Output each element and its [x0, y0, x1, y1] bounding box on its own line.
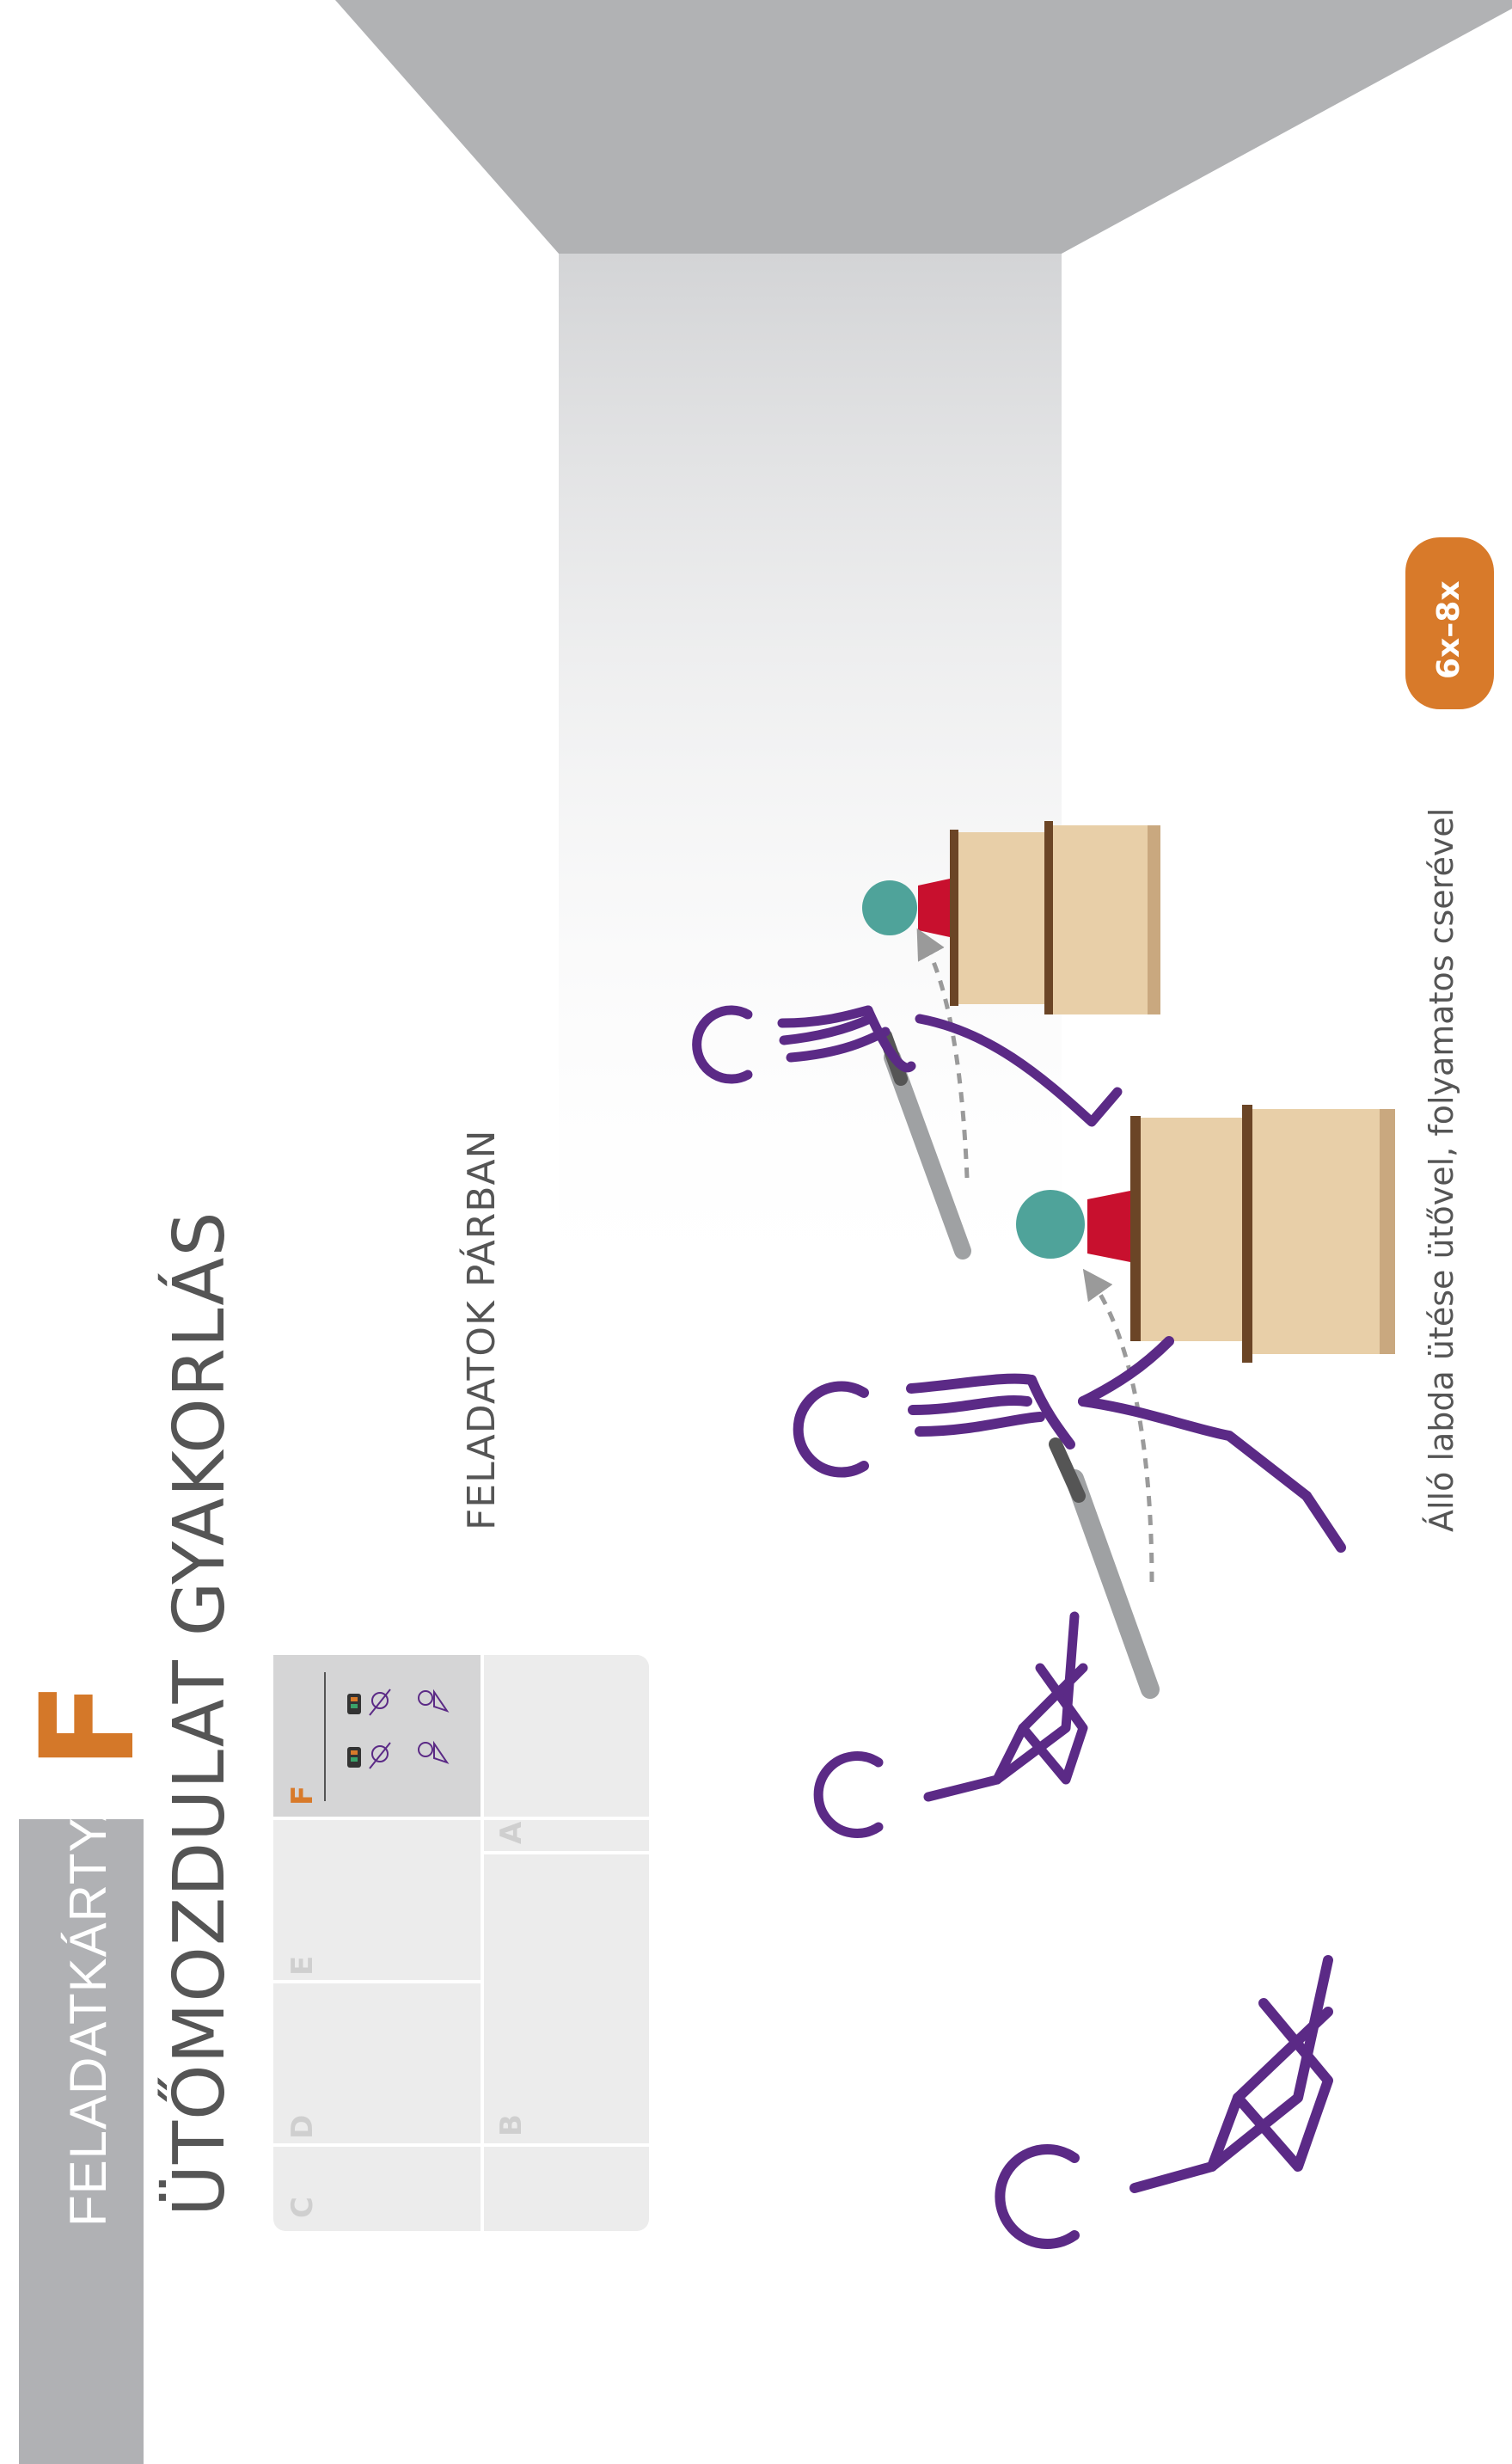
player-pair-icon — [347, 1689, 391, 1716]
ball-trajectory-1 — [916, 928, 970, 1179]
grid-label-b: B — [494, 2114, 529, 2136]
card-type-banner — [19, 1819, 144, 2464]
waiting-figure-2 — [995, 1955, 1333, 2249]
grid-label-f: F — [285, 1785, 320, 1805]
box-stack-back — [1130, 1105, 1395, 1363]
section-subtitle: FELADATOK PÁRBAN — [460, 1129, 504, 1530]
waiting-figure-1 — [813, 1611, 1088, 1838]
player-pair-icon — [347, 1742, 391, 1769]
group-icon — [418, 1689, 450, 1713]
repetitions-badge — [1405, 537, 1494, 709]
batter-figure-2 — [793, 1336, 1346, 1553]
grid-label-e: E — [285, 1955, 320, 1976]
grid-label-c: C — [285, 2197, 320, 2218]
cone-with-ball-2 — [1016, 1190, 1130, 1262]
box-stack-front — [950, 821, 1160, 1014]
bat-2 — [1049, 1437, 1160, 1699]
batter-figure-1 — [692, 1005, 1123, 1127]
repetitions-label: 6x–8x — [1431, 580, 1466, 679]
exercise-description: Álló labda ütése ütővel, folyamatos cser… — [1423, 807, 1460, 1532]
page-title: ÜTŐMOZDULAT GYAKORLÁS — [159, 1211, 241, 2216]
card-letter: F — [14, 1681, 163, 1769]
group-icon — [418, 1740, 450, 1764]
station-grid — [273, 1655, 649, 2231]
cone-with-ball-1 — [862, 879, 950, 937]
grid-label-a: A — [494, 1821, 529, 1844]
room-background — [335, 0, 1512, 1324]
card-type-label: FELADATKÁRTYA — [59, 1785, 117, 2227]
grid-label-d: D — [285, 2114, 320, 2139]
